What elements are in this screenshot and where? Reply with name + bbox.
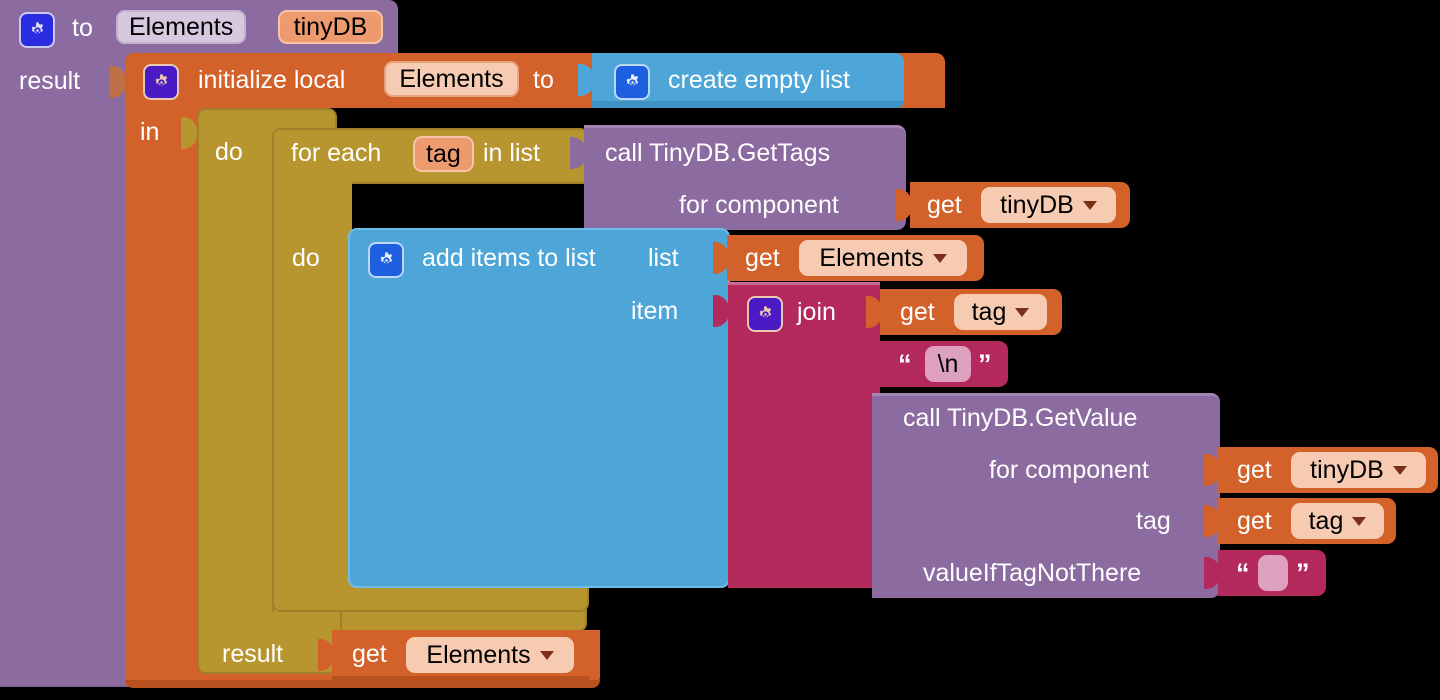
add-items-to-list-block[interactable] <box>348 228 730 588</box>
get-tinydb-dropdown-1[interactable]: tinyDB <box>981 187 1116 223</box>
initialize-local-mutator-gear[interactable] <box>143 64 179 100</box>
add-items-item-socket <box>713 295 729 327</box>
call-getvalue-forcomponent-socket <box>1204 454 1220 486</box>
add-items-list-socket <box>713 242 729 274</box>
get-elements-dropdown-1[interactable]: Elements <box>799 240 967 276</box>
chevron-down-icon[interactable] <box>932 253 947 263</box>
get-elements-label-1: get <box>745 244 780 272</box>
get-elements-label-2: get <box>352 640 387 668</box>
get-elements-dropdown-2[interactable]: Elements <box>406 637 574 673</box>
call-getvalue-forcomponent-label: for component <box>989 456 1149 484</box>
get-tag-dropdown-1[interactable]: tag <box>954 294 1047 330</box>
call-getvalue-notthere-socket <box>1204 557 1220 589</box>
initialize-local-in-socket <box>181 117 197 149</box>
create-empty-list-label: create empty list <box>668 66 851 94</box>
create-empty-list-shadow <box>592 101 904 108</box>
get-tag-dropdown-2[interactable]: tag <box>1291 503 1384 539</box>
procedure-to-label: to <box>72 14 93 42</box>
for-each-suffix-label: in list <box>483 139 540 167</box>
initialize-local-footer-shadow <box>125 680 600 688</box>
procedure-name-field[interactable]: Elements <box>116 10 247 44</box>
initialize-local-in-label: in <box>140 118 160 146</box>
add-items-list-arg-label: list <box>648 244 679 272</box>
get-tag-varname-2: tag <box>1308 506 1344 535</box>
get-tinydb-label-2: get <box>1237 456 1272 484</box>
get-tinydb-varname-1: tinyDB <box>1000 190 1074 219</box>
get-elements-block-2-shadow <box>332 676 590 683</box>
join-block[interactable] <box>728 282 880 588</box>
call-gettags-arg-socket <box>896 189 912 221</box>
initialize-local-body[interactable] <box>125 106 205 686</box>
for-each-body-column[interactable] <box>272 182 352 612</box>
get-tag-label-2: get <box>1237 507 1272 535</box>
text-empty-field[interactable] <box>1258 555 1288 591</box>
chevron-down-icon[interactable] <box>1392 465 1407 475</box>
procedure-result-label: result <box>19 67 81 95</box>
add-items-mutator-gear[interactable] <box>368 242 404 278</box>
join-mutator-gear[interactable] <box>747 296 783 332</box>
chevron-down-icon[interactable] <box>1352 516 1367 526</box>
text-empty-close-quote: ” <box>1296 558 1310 588</box>
call-getvalue-block[interactable] <box>872 393 1220 598</box>
result-row-socket <box>318 639 334 671</box>
create-empty-list-mutator-gear[interactable] <box>614 64 650 100</box>
result-row-background[interactable] <box>197 612 342 674</box>
text-newline-close-quote: ” <box>978 349 992 379</box>
get-elements-varname-1: Elements <box>819 243 924 272</box>
text-newline-field[interactable]: \n <box>925 346 971 382</box>
for-each-do-label: do <box>292 244 320 272</box>
call-getvalue-tag-label: tag <box>1136 507 1171 535</box>
result-row-label: result <box>222 640 284 668</box>
add-items-label: add items to list <box>422 244 596 272</box>
text-newline-open-quote: “ <box>898 349 912 379</box>
call-gettags-block[interactable] <box>584 125 906 230</box>
text-empty-open-quote: “ <box>1236 558 1250 588</box>
initialize-local-value-socket <box>578 64 594 96</box>
procedure-body-column[interactable] <box>0 53 133 687</box>
get-tag-label-1: get <box>900 298 935 326</box>
for-each-loop-var-field[interactable]: tag <box>413 136 474 172</box>
initialize-local-to-label: to <box>533 66 554 94</box>
add-items-item-arg-label: item <box>631 297 679 325</box>
initialize-local-var-field[interactable]: Elements <box>384 61 519 97</box>
for-each-prefix-label: for each <box>291 139 382 167</box>
chevron-down-icon[interactable] <box>1082 200 1097 210</box>
get-tinydb-label-1: get <box>927 191 962 219</box>
call-gettags-arg-label: for component <box>679 191 839 219</box>
get-tinydb-varname-2: tinyDB <box>1310 455 1384 484</box>
get-tag-varname-1: tag <box>971 297 1007 326</box>
procedure-param-tinydb[interactable]: tinyDB <box>278 10 383 44</box>
join-label: join <box>797 298 836 326</box>
join-arg1-socket <box>866 296 882 328</box>
call-getvalue-label: call TinyDB.GetValue <box>903 404 1138 432</box>
chevron-down-icon[interactable] <box>1015 307 1030 317</box>
for-each-outer-do-label: do <box>215 138 243 166</box>
call-getvalue-notthere-label: valueIfTagNotThere <box>923 559 1142 587</box>
initialize-local-label: initialize local <box>198 66 346 94</box>
call-getvalue-tag-socket <box>1204 505 1220 537</box>
chevron-down-icon[interactable] <box>539 650 554 660</box>
for-each-list-socket <box>570 137 586 169</box>
get-tinydb-dropdown-2[interactable]: tinyDB <box>1291 452 1426 488</box>
procedure-mutator-gear[interactable] <box>19 12 55 48</box>
procedure-result-socket <box>110 66 126 98</box>
get-elements-varname-2: Elements <box>426 640 531 669</box>
call-gettags-label: call TinyDB.GetTags <box>605 139 831 167</box>
